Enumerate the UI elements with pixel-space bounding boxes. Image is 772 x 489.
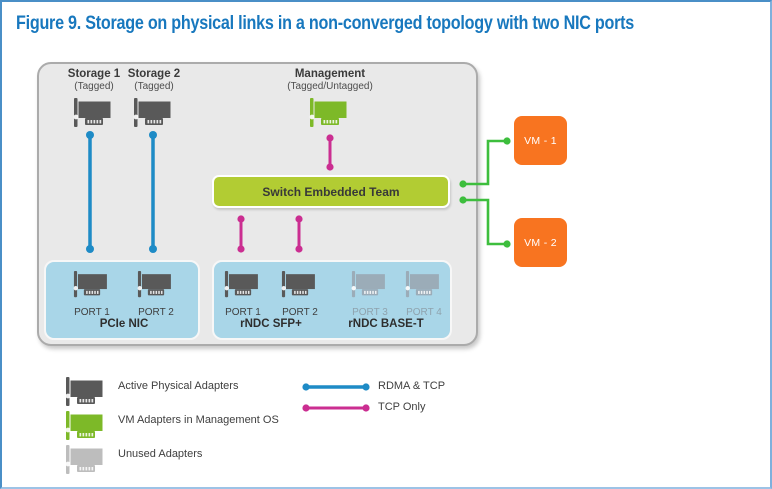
legend-rdma-label: RDMA & TCP — [378, 380, 446, 392]
storage-1-label: Storage 1 — [67, 68, 121, 80]
management-label: Management — [294, 68, 366, 80]
storage-1-tag: (Tagged) — [74, 81, 114, 92]
port-label: PORT 2 — [138, 307, 174, 318]
legend-vm-label: VM Adapters in Management OS — [118, 414, 279, 426]
active-adapter-icon — [72, 271, 112, 299]
port-label: PORT 2 — [282, 307, 318, 318]
storage-2-node: Storage 2 (Tagged) — [112, 68, 196, 134]
unused-adapter-icon — [350, 271, 390, 299]
rndc-sfp-port-1: PORT 1 — [213, 266, 273, 318]
legend-tcp-label: TCP Only — [378, 401, 426, 413]
port-label: PORT 4 — [406, 307, 442, 318]
legend-vm-adapter-icon — [64, 406, 108, 442]
active-adapter-icon — [132, 98, 176, 129]
switch-embedded-team: Switch Embedded Team — [212, 175, 450, 208]
active-adapter-icon — [280, 271, 320, 299]
active-adapter-icon — [136, 271, 176, 299]
legend-unused-label: Unused Adapters — [118, 448, 203, 460]
vm-adapter-icon — [308, 98, 352, 129]
active-adapter-icon — [64, 377, 108, 408]
rndc-baset-port-4: PORT 4 — [394, 266, 454, 318]
unused-adapter-icon — [404, 271, 444, 299]
vm-1-box: VM - 1 — [514, 116, 567, 165]
figure-title: Figure 9. Storage on physical links in a… — [16, 13, 634, 34]
pcie-port-1: PORT 1 — [62, 266, 122, 318]
management-node: Management (Tagged/Untagged) — [270, 68, 390, 134]
pcie-nic-label: PCIe NIC — [99, 318, 149, 330]
management-tag: (Tagged/Untagged) — [287, 81, 373, 92]
port-label: PORT 1 — [74, 307, 110, 318]
active-adapter-icon — [72, 98, 116, 129]
legend-active-adapter-icon — [64, 372, 108, 408]
rndc-box: PORT 1 PORT 2 PORT 3 PORT 4 rNDC SFP+ rN… — [212, 260, 452, 340]
storage-1-node: Storage 1 (Tagged) — [52, 68, 136, 134]
rndc-baset-label: rNDC BASE-T — [348, 318, 424, 330]
vm-1-label: VM - 1 — [524, 134, 557, 147]
storage-2-label: Storage 2 — [127, 68, 181, 80]
vm-2-label: VM - 2 — [524, 236, 557, 249]
active-adapter-icon — [223, 271, 263, 299]
legend-unused-adapter-icon — [64, 440, 108, 476]
storage-2-tag: (Tagged) — [134, 81, 174, 92]
pcie-port-2: PORT 2 — [126, 266, 186, 318]
legend-active-label: Active Physical Adapters — [118, 380, 239, 392]
pcie-nic-box: PORT 1 PORT 2 PCIe NIC — [44, 260, 200, 340]
vm-adapter-icon — [64, 411, 108, 442]
rndc-sfp-label: rNDC SFP+ — [240, 318, 302, 330]
legend-rdma-line — [299, 381, 379, 393]
port-label: PORT 1 — [225, 307, 261, 318]
port-label: PORT 3 — [352, 307, 388, 318]
legend-tcp-line — [299, 402, 379, 414]
rndc-baset-port-3: PORT 3 — [340, 266, 400, 318]
switch-label: Switch Embedded Team — [262, 184, 400, 199]
vm-2-box: VM - 2 — [514, 218, 567, 267]
rndc-sfp-port-2: PORT 2 — [270, 266, 330, 318]
unused-adapter-icon — [64, 445, 108, 476]
